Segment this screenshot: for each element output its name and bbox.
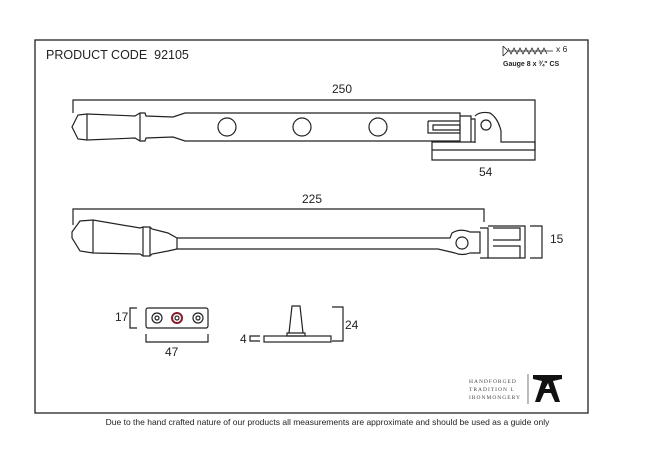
- screw-hole: [368, 117, 388, 137]
- brand-text: HANDFORGED TRADITION L IRONMONGERY: [469, 378, 521, 402]
- screw-gauge: Gauge 8 x ¾" CS: [503, 61, 560, 68]
- product-code: PRODUCT CODE 92105: [46, 48, 189, 62]
- screw-count: x 6: [556, 44, 568, 54]
- dim-15: 15: [550, 232, 564, 246]
- brand-line: IRONMONGERY: [469, 395, 521, 401]
- dimension-bracket-4: [249, 335, 260, 342]
- dim-54: 54: [479, 165, 493, 179]
- dimension-bracket-15: [530, 225, 543, 259]
- stay-pin: [249, 305, 344, 343]
- dim-47: 47: [165, 345, 179, 359]
- drawing-frame: [34, 39, 589, 414]
- screw-icon: [502, 45, 553, 57]
- dimension-bracket-47: [145, 334, 209, 343]
- dim-225: 225: [302, 192, 323, 206]
- product-code-value: 92105: [154, 48, 189, 62]
- dimension-bracket-54: [431, 150, 536, 161]
- dimension-bracket-250: [72, 99, 536, 150]
- dim-17: 17: [115, 310, 129, 324]
- dimension-bracket-24: [332, 306, 344, 342]
- pin-plate: [129, 307, 209, 343]
- dim-250: 250: [332, 82, 353, 96]
- dim-24: 24: [345, 318, 359, 332]
- product-code-label: PRODUCT CODE: [46, 48, 148, 62]
- stay-pin-arm: [71, 208, 543, 259]
- anvil-logo: [533, 375, 562, 402]
- disclaimer: Due to the hand crafted nature of our pr…: [105, 417, 550, 427]
- brand-line: HANDFORGED: [469, 379, 517, 385]
- dimension-bracket-225: [72, 208, 485, 225]
- screw-hole: [292, 117, 312, 137]
- casement-stay-arm: [71, 99, 536, 161]
- dim-4: 4: [240, 332, 247, 346]
- brand-line: TRADITION L: [469, 387, 515, 393]
- dimension-bracket-17: [129, 307, 137, 329]
- screw-hole: [217, 117, 237, 137]
